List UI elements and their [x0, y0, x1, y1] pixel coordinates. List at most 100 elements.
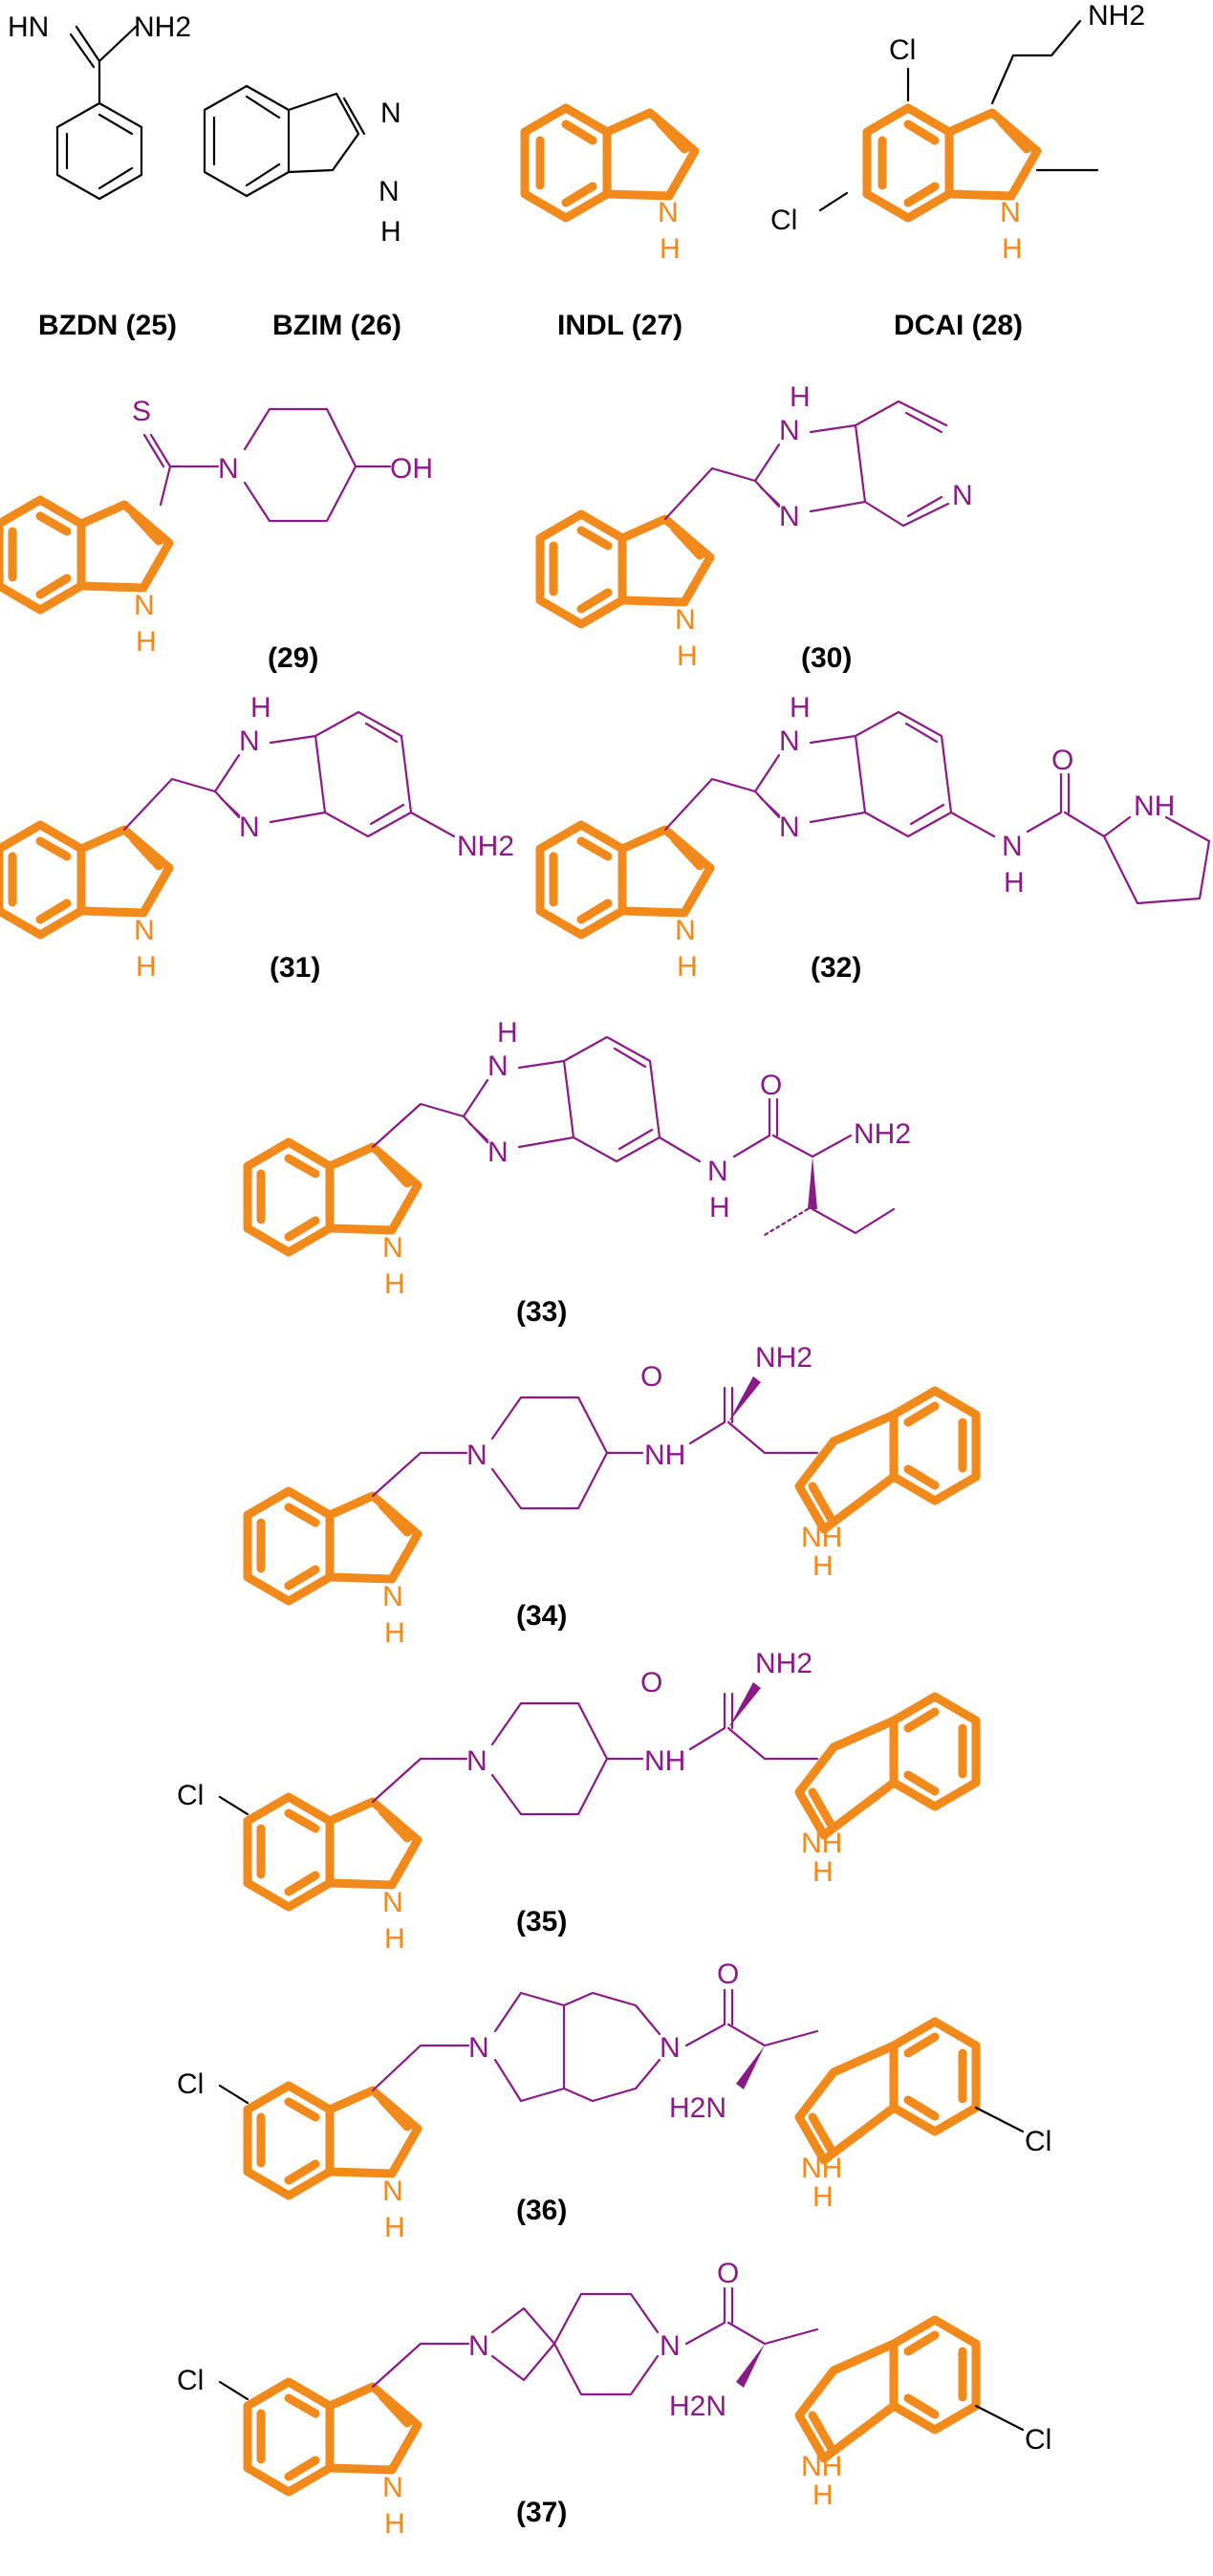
atom-nh: NH — [801, 1522, 842, 1553]
atom-nh: NH — [801, 1828, 842, 1859]
atom-n: N — [487, 1136, 509, 1168]
compound-35: Cl N H N NH O NH2 NH H — [177, 1648, 981, 1955]
compound-37: Cl N H N N O H2N NH H Cl — [177, 2258, 1051, 2540]
caption-26: BZIM (26) — [272, 310, 401, 341]
atom-n: N — [707, 1156, 728, 1187]
caption-31: (31) — [270, 952, 320, 984]
atom-n: N — [1000, 197, 1021, 228]
atom-n: N — [660, 2032, 681, 2064]
atom-cl: Cl — [1025, 2424, 1051, 2456]
atom-n: N — [134, 590, 155, 621]
atom-nh2: NH2 — [134, 11, 191, 43]
atom-h: H — [812, 1856, 834, 1888]
caption-33: (33) — [516, 1296, 567, 1328]
atom-o: O — [717, 2258, 739, 2289]
atom-h: H — [790, 381, 811, 413]
atom-n: N — [675, 604, 696, 636]
atom-cl: Cl — [770, 205, 797, 236]
compound-34: N H N NH O NH2 NH H — [243, 1342, 981, 1649]
atom-h: H — [384, 1268, 405, 1300]
atom-cl: Cl — [177, 1780, 204, 1811]
atom-h: H — [497, 1017, 518, 1049]
atom-h: H — [384, 1923, 405, 1955]
atom-n: N — [218, 453, 239, 485]
atom-n: N — [675, 915, 696, 946]
compound-36: Cl N H N N O H2N NH H Cl — [177, 1959, 1051, 2243]
atom-h: H — [250, 692, 271, 724]
atom-h: H — [812, 1550, 834, 1582]
atom-h: H — [136, 626, 157, 658]
atom-h: H — [790, 692, 811, 724]
atom-n: N — [380, 97, 401, 129]
atom-nh: NH — [1134, 790, 1175, 822]
atom-n: N — [382, 2472, 403, 2503]
atom-nh2: NH2 — [457, 831, 514, 862]
compound-28-dcai: NH2 Cl Cl N H — [770, 0, 1145, 265]
compound-30: N H H N N N — [535, 381, 973, 672]
compound-27-indl: N H — [520, 103, 700, 265]
atom-n: N — [382, 1232, 403, 1264]
atom-n: N — [1002, 831, 1023, 862]
atom-h: H — [812, 2181, 834, 2213]
atom-h: H — [380, 216, 401, 248]
compound-26-bzim: N N H — [203, 84, 401, 248]
compound-32: N H H N N N H O NH — [535, 692, 1211, 983]
caption-29: (29) — [268, 642, 318, 674]
atom-h: H — [1004, 867, 1025, 898]
atom-nh: NH — [801, 2451, 842, 2482]
atom-cl: Cl — [889, 34, 916, 66]
atom-o: O — [760, 1070, 782, 1101]
atom-o: O — [717, 1959, 739, 1990]
atom-cl: Cl — [1025, 2126, 1051, 2157]
atom-n: N — [468, 2032, 489, 2064]
atom-n: N — [239, 812, 260, 843]
atom-n: N — [779, 501, 800, 532]
atom-oh: OH — [390, 453, 433, 485]
atom-cl: Cl — [177, 2365, 204, 2396]
atom-h: H — [677, 951, 698, 983]
atom-n: N — [466, 1440, 487, 1471]
atom-n: N — [487, 1050, 509, 1082]
atom-h: H — [1002, 233, 1023, 265]
atom-nh2: NH2 — [854, 1118, 911, 1150]
atom-n: N — [779, 812, 800, 843]
atom-n: N — [382, 1581, 403, 1613]
caption-32: (32) — [811, 952, 861, 984]
atom-n: N — [779, 725, 800, 757]
atom-h2n: H2N — [669, 2092, 726, 2124]
compound-33: N H H N N N H O NH2 — [243, 1017, 911, 1300]
atom-nh2: NH2 — [755, 1342, 812, 1374]
atom-n: N — [952, 480, 973, 511]
atom-n: N — [658, 197, 679, 228]
caption-34: (34) — [516, 1600, 567, 1632]
atom-h: H — [660, 233, 681, 265]
atom-nh2: NH2 — [1088, 0, 1145, 32]
atom-nh2: NH2 — [755, 1648, 812, 1679]
atom-h: H — [384, 1617, 405, 1649]
atom-nh: NH — [801, 2153, 842, 2184]
atom-h: H — [136, 951, 157, 983]
atom-nh: NH — [644, 1745, 685, 1777]
atom-n: N — [134, 915, 155, 946]
atom-h: H — [677, 640, 698, 672]
caption-36: (36) — [516, 2195, 567, 2226]
caption-27: INDL (27) — [557, 310, 682, 341]
atom-h2n: H2N — [669, 2391, 726, 2422]
atom-n: N — [779, 415, 800, 446]
caption-25: BZDN (25) — [38, 310, 177, 341]
atom-h: H — [709, 1192, 730, 1223]
caption-30: (30) — [801, 642, 852, 674]
atom-h: H — [812, 2479, 834, 2511]
atom-h: H — [384, 2508, 405, 2540]
caption-35: (35) — [516, 1906, 567, 1937]
atom-n: N — [382, 1887, 403, 1918]
atom-cl: Cl — [177, 2068, 204, 2100]
compound-29: N H S N OH — [0, 396, 433, 658]
atom-s: S — [132, 396, 151, 427]
atom-h: H — [384, 2212, 405, 2243]
atom-n: N — [382, 2176, 403, 2207]
caption-37: (37) — [516, 2497, 567, 2528]
atom-o: O — [640, 1361, 662, 1393]
atom-n: N — [466, 1745, 487, 1777]
